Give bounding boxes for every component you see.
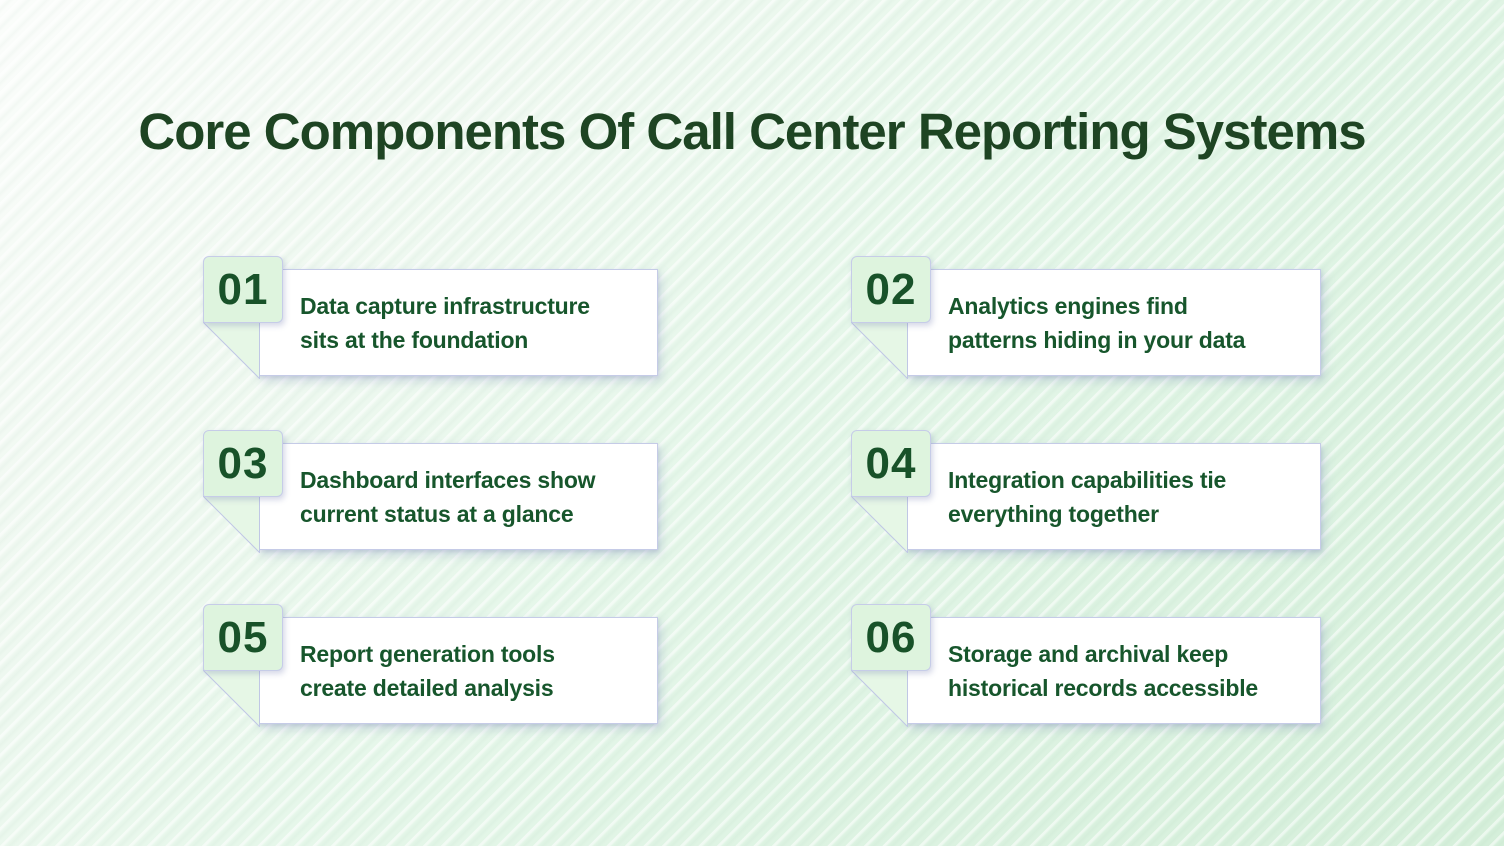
number-badge: 04	[851, 430, 931, 497]
card-text-line2: current status at a glance	[300, 500, 574, 527]
corner-fold-shape	[851, 670, 908, 727]
page-title: Core Components Of Call Center Reporting…	[138, 103, 1366, 160]
component-item-06: Storage and archival keep historical rec…	[851, 604, 1331, 730]
component-card: Report generation tools create detailed …	[258, 617, 658, 724]
card-text-line2: sits at the foundation	[300, 326, 529, 353]
component-item-05: Report generation tools create detailed …	[203, 604, 683, 730]
component-card: Integration capabilities tie everything …	[906, 443, 1321, 550]
number-badge: 03	[203, 430, 283, 497]
card-text-line2: create detailed analysis	[300, 674, 554, 701]
card-text-line2: everything together	[948, 500, 1159, 527]
component-card: Data capture infrastructure sits at the …	[258, 269, 658, 376]
card-text-line1: Data capture infrastructure	[300, 292, 590, 319]
card-text-line2: patterns hiding in your data	[948, 326, 1246, 353]
card-text-line1: Dashboard interfaces show	[300, 466, 596, 493]
corner-fold-shape	[203, 670, 260, 727]
number-badge: 02	[851, 256, 931, 323]
component-item-03: Dashboard interfaces show current status…	[203, 430, 683, 556]
component-card: Analytics engines find patterns hiding i…	[906, 269, 1321, 376]
component-item-02: Analytics engines find patterns hiding i…	[851, 256, 1331, 382]
number-badge: 01	[203, 256, 283, 323]
component-card: Storage and archival keep historical rec…	[906, 617, 1321, 724]
number-badge: 05	[203, 604, 283, 671]
corner-fold-shape	[851, 496, 908, 553]
component-card: Dashboard interfaces show current status…	[258, 443, 658, 550]
corner-fold-shape	[851, 322, 908, 379]
component-item-01: Data capture infrastructure sits at the …	[203, 256, 683, 382]
card-text-line1: Analytics engines find	[948, 292, 1188, 319]
card-text-line1: Report generation tools	[300, 640, 555, 667]
component-item-04: Integration capabilities tie everything …	[851, 430, 1331, 556]
card-text-line1: Storage and archival keep	[948, 640, 1229, 667]
corner-fold-shape	[203, 322, 260, 379]
card-text-line2: historical records accessible	[948, 674, 1258, 701]
corner-fold-shape	[203, 496, 260, 553]
card-text-line1: Integration capabilities tie	[948, 466, 1227, 493]
number-badge: 06	[851, 604, 931, 671]
